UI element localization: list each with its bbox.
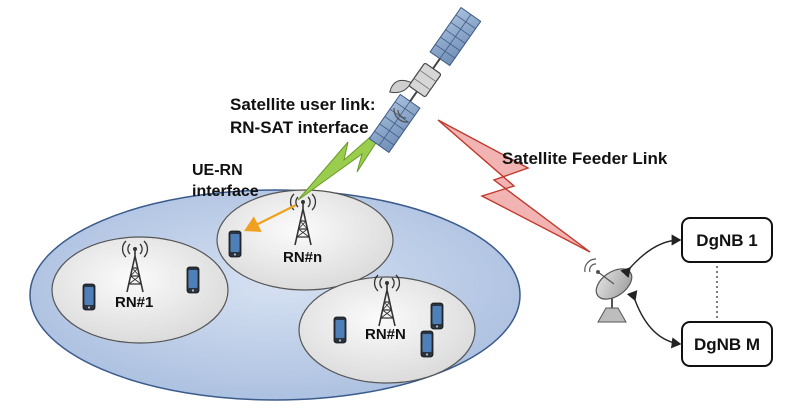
rn-1-label: RN#1 — [115, 294, 153, 311]
phone-icon — [228, 230, 242, 258]
dish-dgnb-m-arrow — [626, 290, 682, 349]
satellite-signal-icon — [393, 107, 409, 123]
phone-icon — [430, 302, 444, 330]
feeder-link-label: Satellite Feeder Link — [502, 149, 668, 168]
dgnb-m-box — [681, 321, 773, 367]
phone-icon — [186, 266, 200, 294]
rn-n-label: RN#n — [283, 249, 322, 266]
user-link-label-line2: RN-SAT interface — [230, 118, 369, 137]
dgnb-1-label: DgNB 1 — [696, 231, 757, 250]
cell-rn-n — [216, 189, 394, 291]
ue-rn-link-arrow — [244, 204, 297, 232]
phone-icon — [82, 283, 96, 311]
dish-dgnb-1-arrow — [620, 234, 682, 278]
phone-icon — [333, 316, 347, 344]
cell-rn-1 — [51, 236, 229, 344]
dgnb-m-label: DgNB M — [694, 335, 760, 354]
ue-rn-label-line1: UE-RN — [192, 162, 243, 179]
lightning-bolt-icon — [437, 119, 591, 253]
user-link-label-line1: Satellite user link: — [230, 95, 376, 114]
satellite-icon — [368, 6, 482, 154]
phone-icon — [420, 330, 434, 358]
rn-N-label: RN#N — [365, 326, 406, 343]
ue-rn-label-line2: interface — [192, 183, 259, 200]
dish-antenna-icon — [584, 258, 633, 323]
dgnb-1-box — [681, 217, 773, 263]
